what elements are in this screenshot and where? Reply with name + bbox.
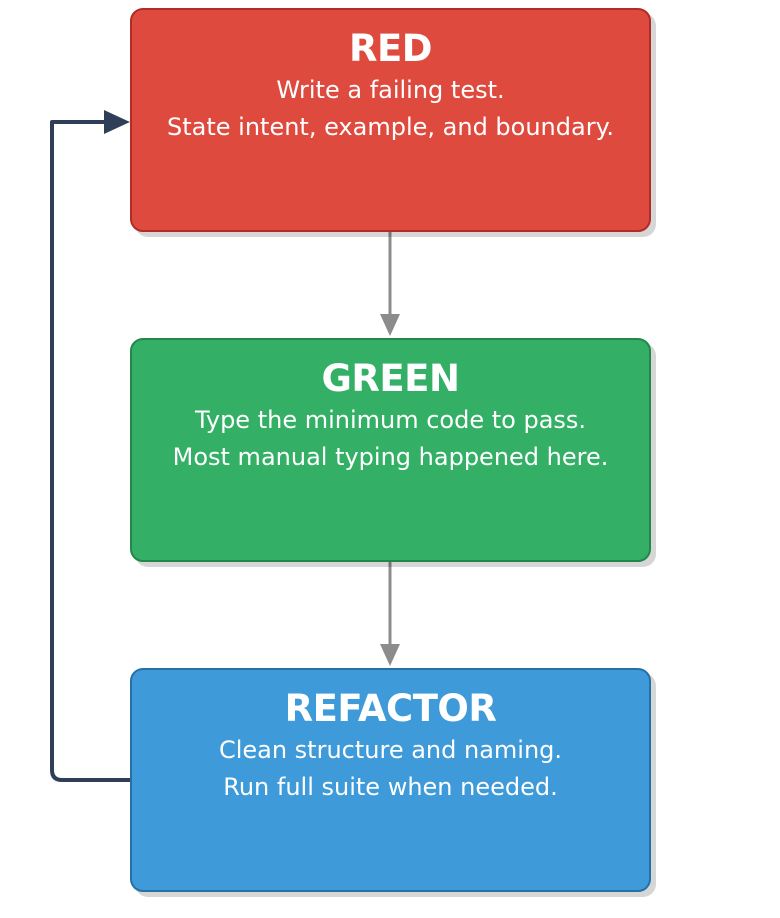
stage-title: REFACTOR [284, 687, 497, 730]
arrow-red-to-green [380, 232, 400, 336]
stage-description-line: State intent, example, and boundary. [167, 113, 614, 141]
arrow-refactor-to-red-loop [50, 110, 130, 782]
stage-description-line: Type the minimum code to pass. [194, 406, 587, 434]
stage-red-box: RED Write a failing test. State intent, … [130, 8, 651, 232]
stage-title: RED [349, 27, 432, 70]
stage-green-box: GREEN Type the minimum code to pass. Mos… [130, 338, 651, 562]
stage-description-line: Run full suite when needed. [223, 773, 558, 801]
stage-description-line: Clean structure and naming. [218, 736, 563, 764]
stage-refactor-box: REFACTOR Clean structure and naming. Run… [130, 668, 651, 892]
stage-title: GREEN [321, 357, 460, 400]
stage-description-line: Write a failing test. [276, 76, 505, 104]
stage-description-line: Most manual typing happened here. [172, 443, 609, 471]
arrow-green-to-refactor [380, 562, 400, 666]
